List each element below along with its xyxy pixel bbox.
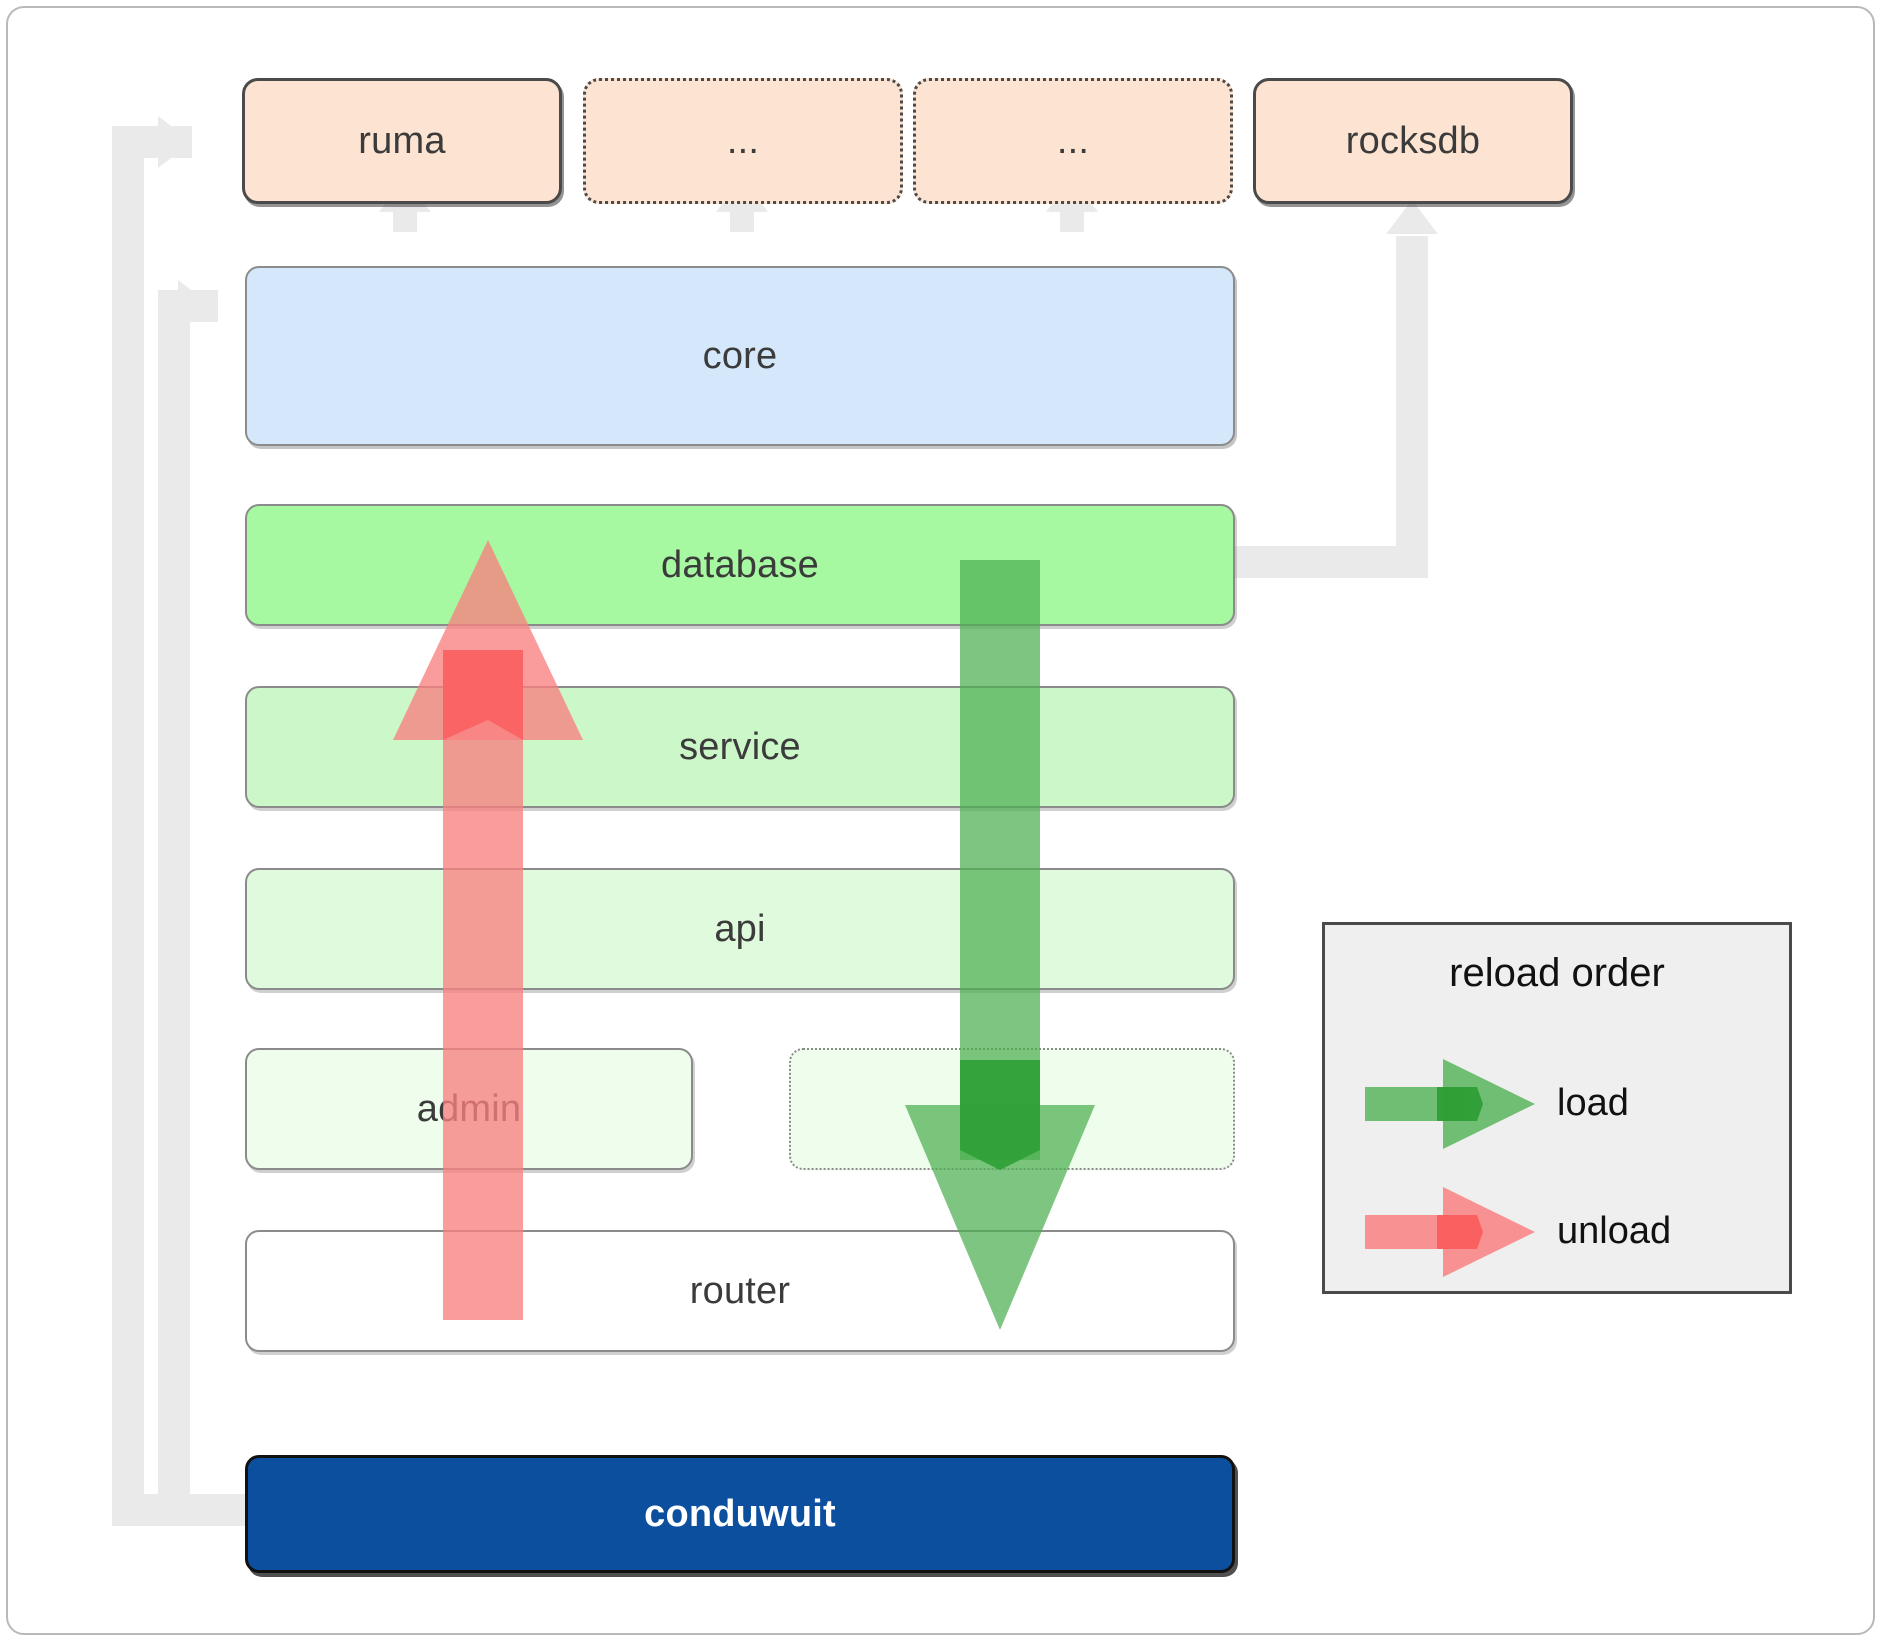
connector-arrowhead-core — [178, 280, 212, 332]
layer-label-router: router — [689, 1269, 791, 1312]
dependency-label-rocksdb: rocksdb — [1345, 119, 1481, 162]
connector-arrowhead-ruma — [158, 116, 192, 168]
layer-node-api[interactable]: api — [245, 868, 1235, 990]
dependency-label-ellipsis-1: ... — [726, 119, 760, 162]
layer-node-core[interactable]: core — [245, 266, 1235, 446]
load-flow-arrow — [900, 560, 1100, 1330]
legend-panel: reload order load unload — [1322, 922, 1792, 1294]
dependency-label-ellipsis-2: ... — [1056, 119, 1090, 162]
layer-label-api: api — [714, 907, 766, 950]
legend-label-unload: unload — [1557, 1209, 1672, 1252]
dependency-node-ellipsis-2[interactable]: ... — [913, 78, 1233, 204]
layer-label-core: core — [702, 334, 778, 377]
connector-database-to-rocksdb-horizontal — [1222, 546, 1412, 578]
layer-node-service[interactable]: service — [245, 686, 1235, 808]
layer-label-service: service — [679, 725, 801, 768]
legend-row-load: load — [1365, 1057, 1629, 1149]
connector-arrowhead-rocksdb — [1386, 200, 1438, 234]
layer-node-database[interactable]: database — [245, 504, 1235, 626]
dependency-node-ellipsis-1[interactable]: ... — [583, 78, 903, 204]
connector-conduwuit-to-core-vertical — [158, 290, 190, 1510]
legend-row-unload: unload — [1365, 1185, 1671, 1277]
legend-title: reload order — [1449, 951, 1665, 995]
unload-arrow-icon — [1365, 1185, 1535, 1277]
unload-flow-arrow — [388, 540, 588, 1320]
dependency-node-rocksdb[interactable]: rocksdb — [1253, 78, 1573, 204]
layer-label-database: database — [661, 543, 819, 586]
dependency-node-ruma[interactable]: ruma — [242, 78, 562, 204]
connector-database-to-rocksdb-vertical — [1396, 236, 1428, 578]
connector-conduwuit-bottom-rail — [112, 1494, 252, 1526]
load-arrow-icon — [1365, 1057, 1535, 1149]
legend-label-load: load — [1557, 1081, 1629, 1124]
connector-conduwuit-to-ruma-vertical — [112, 126, 144, 1526]
application-node-conduwuit[interactable]: conduwuit — [245, 1455, 1235, 1573]
dependency-label-ruma: ruma — [358, 119, 446, 162]
application-label-conduwuit: conduwuit — [644, 1492, 836, 1535]
layer-node-router[interactable]: router — [245, 1230, 1235, 1352]
